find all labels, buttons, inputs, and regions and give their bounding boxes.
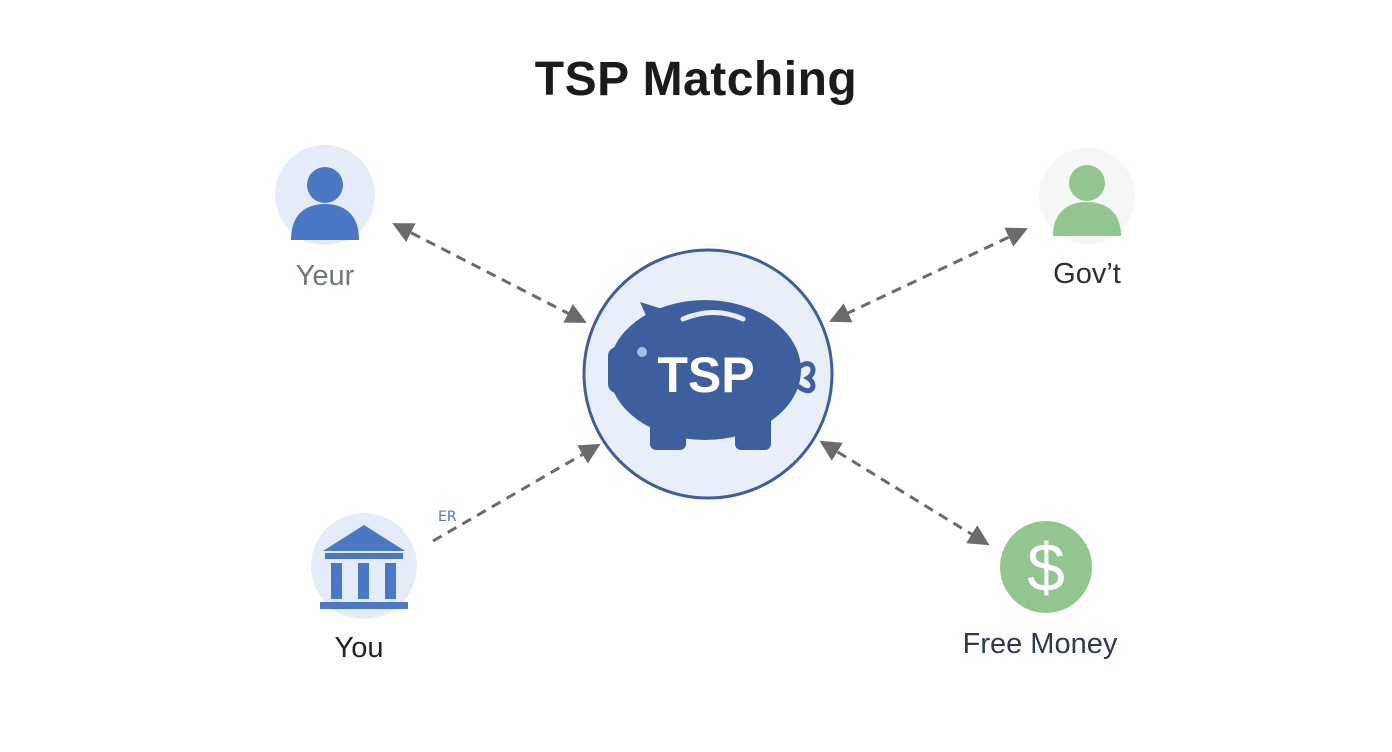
piggy-bank-icon	[608, 300, 816, 450]
node-free-money: $	[1000, 521, 1092, 613]
label-govt: Gov’t	[1053, 258, 1121, 290]
diagram-title: TSP Matching	[534, 53, 858, 106]
bank-building-icon	[320, 525, 408, 609]
arrow-govt-to-tsp	[829, 227, 1028, 323]
node-govt	[1039, 148, 1135, 244]
hub-label: TSP	[657, 347, 754, 403]
hub-tsp: TSP	[582, 248, 834, 500]
stray-mark: ER	[438, 509, 457, 525]
person-icon	[291, 167, 359, 240]
arrow-your-to-tsp	[392, 223, 587, 323]
person-icon	[1053, 165, 1121, 236]
label-your: Yeur	[295, 260, 355, 292]
arrow-tsp-to-free-money	[819, 440, 990, 546]
node-you	[311, 513, 417, 619]
dollar-coin-icon: $	[1027, 530, 1065, 606]
label-you: You	[334, 632, 384, 664]
arrow-you-to-tsp	[432, 443, 601, 543]
node-your	[275, 145, 375, 245]
label-free-money: Free Money	[962, 628, 1118, 660]
